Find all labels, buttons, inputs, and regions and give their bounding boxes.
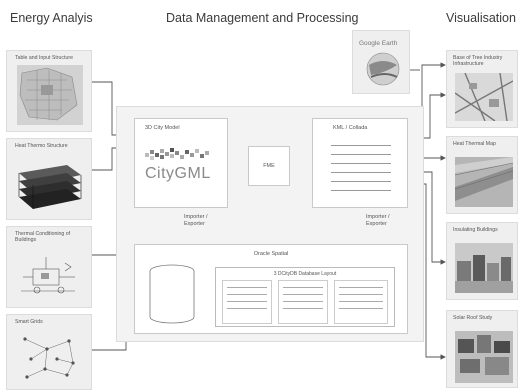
left-panel-4-label: Smart Grids: [15, 319, 43, 325]
right-panel-1-label: Base of Tree Industry Infrastructure: [453, 55, 503, 67]
thermal-map-thumbnail: [455, 157, 513, 207]
google-earth-globe-icon: [365, 51, 401, 92]
import-export-right-label: Importer / Exporter: [366, 214, 390, 227]
fme-label: FME: [263, 163, 275, 169]
map-grid-thumbnail: [17, 65, 83, 125]
left-panel-3: Thermal Conditioning of Buildings: [6, 226, 92, 308]
right-panel-4-label: Solar Roof Study: [453, 315, 493, 321]
kml-collada-box: KML / Collada: [312, 118, 408, 208]
thermal-layers-thumbnail: [15, 159, 85, 211]
oracle-spatial-label: Oracle Spatial: [253, 251, 289, 257]
right-panel-4: Solar Roof Study: [446, 310, 518, 388]
data-management-heading: Data Management and Processing: [166, 11, 359, 25]
infrastructure-map-thumbnail: [455, 73, 513, 121]
energy-analysis-heading: Energy Analyis: [10, 11, 93, 25]
db-schema-box: 3 DCityDB Database Layout: [215, 267, 395, 327]
database-cylinder-icon: [147, 263, 197, 332]
left-panel-2-label: Heat Thermo Structure: [15, 143, 68, 149]
left-panel-2: Heat Thermo Structure: [6, 138, 92, 220]
db-table-1: [222, 280, 272, 324]
left-panel-3-label: Thermal Conditioning of Buildings: [15, 231, 71, 243]
right-panel-3-label: Insulating Buildings: [453, 227, 498, 233]
grid-network-thumbnail: [17, 329, 83, 385]
google-earth-label: Google Earth: [359, 40, 398, 47]
google-earth-panel: Google Earth: [352, 30, 410, 94]
fme-box: FME: [248, 146, 290, 186]
citygml-mosaic-icon: [145, 147, 219, 168]
citygml-logo: CityGML: [145, 165, 211, 182]
building-schematic-thumbnail: [15, 249, 85, 303]
right-panel-2: Heat Thermal Map: [446, 136, 518, 214]
city-model-label: 3D City Model: [145, 125, 180, 131]
right-panel-1: Base of Tree Industry Infrastructure: [446, 50, 518, 128]
left-panel-1-label: Table and Input Structure: [15, 55, 73, 61]
city-model-box: 3D City Model CityGML: [134, 118, 228, 208]
db-table-2: [278, 280, 328, 324]
right-panel-2-label: Heat Thermal Map: [453, 141, 496, 147]
kml-collada-label: KML / Collada: [333, 125, 368, 131]
buildings-thumbnail: [455, 243, 513, 293]
db-schema-label: 3 DCityDB Database Layout: [273, 271, 337, 277]
oracle-spatial-box: Oracle Spatial 3 DCityDB Database Layout: [134, 244, 408, 334]
visualisation-heading: Visualisation: [446, 11, 516, 25]
db-table-3: [334, 280, 388, 324]
right-panel-3: Insulating Buildings: [446, 222, 518, 300]
left-panel-4: Smart Grids: [6, 314, 92, 390]
import-export-left-label: Importer / Exporter: [184, 214, 208, 227]
left-panel-1: Table and Input Structure: [6, 50, 92, 132]
solar-roof-thumbnail: [455, 331, 513, 383]
kml-lines: [331, 139, 391, 191]
